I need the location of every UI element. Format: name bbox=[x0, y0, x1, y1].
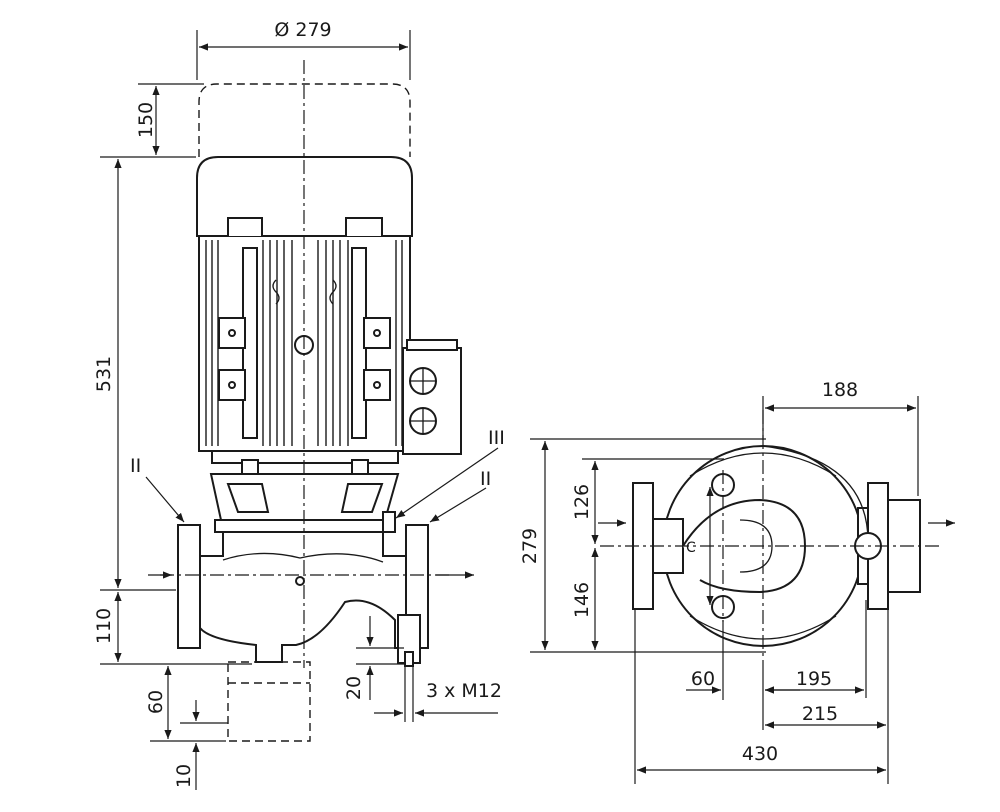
rail-notch-left bbox=[272, 279, 280, 305]
drain-plug bbox=[295, 576, 305, 586]
motor-clearance-outline bbox=[198, 83, 411, 157]
motor-bolt-left bbox=[241, 459, 259, 475]
dim-motor-height: 531 bbox=[93, 356, 115, 392]
dim-inner-offset: 60 bbox=[691, 668, 715, 690]
cover-bolt bbox=[382, 511, 396, 533]
axis-marker: C bbox=[686, 540, 696, 556]
dim-base-thickness: 10 bbox=[173, 764, 195, 788]
lifting-eye-right bbox=[345, 217, 383, 236]
front-view bbox=[148, 60, 474, 742]
volute-inner bbox=[739, 519, 773, 573]
dim-total-length: 430 bbox=[742, 743, 778, 765]
top-view: C bbox=[598, 410, 955, 672]
base-block bbox=[227, 661, 311, 742]
dim-flange-height: 110 bbox=[93, 608, 115, 644]
dim-motor-diameter: Ø 279 bbox=[274, 19, 331, 41]
scroll-line bbox=[762, 445, 869, 546]
housing-contour bbox=[222, 552, 384, 563]
dim-top-clearance: 150 bbox=[135, 102, 157, 138]
lifting-eye-left bbox=[227, 217, 263, 236]
pump-cover-plate bbox=[214, 519, 390, 533]
dim-bolt-offset: 20 bbox=[343, 676, 365, 700]
front-dimensions: Ø 279 150 531 110 60 10 20 3 x M12 bbox=[93, 19, 505, 790]
callout-detail-center: III bbox=[488, 427, 505, 449]
bolt-hole bbox=[404, 651, 414, 667]
dim-half-span-outer: 215 bbox=[802, 703, 838, 725]
terminal-box bbox=[402, 347, 462, 455]
plate-screws bbox=[228, 329, 381, 389]
rail-notch-right bbox=[329, 279, 337, 305]
lantern-window-left bbox=[226, 483, 270, 513]
dim-upper-offset: 126 bbox=[571, 484, 593, 520]
dim-side-width: 188 bbox=[822, 379, 858, 401]
dim-base-height: 60 bbox=[145, 690, 167, 714]
top-dimensions: 188 279 126 146 60 195 215 430 bbox=[519, 379, 919, 784]
callout-detail-left: II bbox=[130, 455, 141, 477]
lantern-window-right bbox=[340, 483, 384, 513]
dim-lower-offset: 146 bbox=[571, 582, 593, 618]
callout-detail-right: II bbox=[480, 468, 491, 490]
cooling-fins bbox=[205, 240, 403, 446]
pump-housing bbox=[199, 531, 407, 663]
motor-foot-plate bbox=[211, 450, 399, 464]
cable-gland-cross bbox=[410, 368, 436, 434]
terminal-box-lid bbox=[406, 339, 458, 351]
mount-plate-left-lower bbox=[218, 369, 246, 401]
dim-bolts: 3 x M12 bbox=[426, 680, 502, 702]
inlet-flange bbox=[177, 524, 201, 649]
motor-bolt-right bbox=[351, 459, 369, 475]
dim-half-span-inner: 195 bbox=[796, 668, 832, 690]
dim-flange-span: 279 bbox=[519, 528, 541, 564]
